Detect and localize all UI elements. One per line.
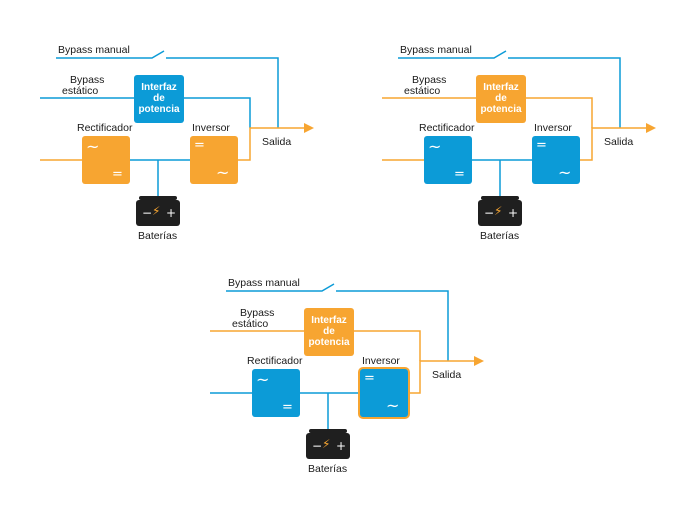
bottom-output-label: Salida [432,369,462,381]
bottom-output-wire [408,360,475,394]
top-left-rectifier-ac-icon: ~ [86,137,100,156]
top-left-rectifier-box [82,136,130,184]
top-right-battery-bolt-icon: ⚡ [494,204,503,218]
top-right-manual-bypass-wire-right [508,57,621,128]
top-right-power-interface-label: Interfaz de potencia [480,82,522,115]
bottom-batteries-label: Baterías [308,463,348,475]
bottom-static-bypass-wire [210,330,421,361]
top-left-static-bypass-wire [40,97,251,128]
top-right-inverter-dc-icon: = [536,138,547,153]
bottom-manual-bypass-wire-left [226,283,335,292]
top-right-battery-icon [478,200,522,226]
bottom-bypass-static-label-2: estático [232,318,269,330]
top-right-output-wire [580,127,647,161]
bottom-rectifier-ac-icon: ~ [256,370,270,389]
bottom-battery-terminals [309,429,347,433]
top-left-battery-minus-icon: − [142,206,153,220]
bottom-battery-minus-icon: − [312,439,323,453]
top-left-battery-plus-icon: + [166,206,177,220]
top-right-static-bypass-wire [382,97,593,128]
top-right-inverter-ac-icon: ~ [558,163,572,182]
bottom-inverter-ac-icon: ~ [386,396,400,415]
bottom-output-arrow-icon [474,356,484,366]
bottom-power-interface-label: Interfaz de potencia [308,315,350,348]
top-left-power-interface-box [134,75,184,123]
top-right-battery-plus-icon: + [508,206,519,220]
bottom-manual-bypass-wire-right [336,290,449,361]
top-left-battery-terminals [139,196,177,200]
top-left-battery-icon [136,200,180,226]
bottom-bypass-manual-label: Bypass manual [228,277,300,289]
top-right-output-arrow-icon [646,123,656,133]
top-right-inverter-box [532,136,580,184]
top-left-inverter-ac-icon: ~ [216,163,230,182]
top-left-bypass-static-label-1: Bypass [70,74,105,86]
top-left-battery-bolt-icon: ⚡ [152,204,161,218]
top-left-inverter-dc-icon: = [194,138,205,153]
top-right-battery-terminals [481,196,519,200]
top-left-output-label: Salida [262,136,292,148]
bottom-inverter-box [360,369,408,417]
top-right-output-label: Salida [604,136,634,148]
top-left-bypass-manual-label: Bypass manual [58,44,130,56]
top-left-bypass-static-label-2: estático [62,85,99,97]
top-right-bypass-manual-label: Bypass manual [400,44,472,56]
bottom-battery-bolt-icon: ⚡ [322,437,331,451]
top-left-inverter-box [190,136,238,184]
bottom-bypass-static-label-1: Bypass [240,307,275,319]
top-left-inverter-label: Inversor [192,122,230,134]
top-left-rectifier-dc-icon: = [112,167,123,182]
top-right-rectifier-label: Rectificador [419,122,475,134]
top-left-rectifier-label: Rectificador [77,122,133,134]
top-right-power-interface-box [476,75,526,123]
top-right-manual-bypass-wire-left [398,50,507,59]
top-right-rectifier-box [424,136,472,184]
top-right-bypass-static-label-2: estático [404,85,441,97]
bottom-power-interface-box [304,308,354,356]
top-left-output-wire [238,127,305,161]
top-right-rectifier-dc-icon: = [454,167,465,182]
top-left-output-arrow-icon [304,123,314,133]
top-left-manual-bypass-wire-right [166,57,279,128]
bottom-battery-plus-icon: + [336,439,347,453]
top-right-batteries-label: Baterías [480,230,520,242]
top-left-power-interface-label: Interfaz de potencia [138,82,180,115]
top-right-battery-minus-icon: − [484,206,495,220]
bottom-inverter-dc-icon: = [364,371,375,386]
bottom-inverter-label: Inversor [362,355,400,367]
top-left-manual-bypass-wire-left [56,50,165,59]
bottom-rectifier-box [252,369,300,417]
top-right-inverter-label: Inversor [534,122,572,134]
top-right-bypass-static-label-1: Bypass [412,74,447,86]
bottom-battery-icon [306,433,350,459]
bottom-rectifier-dc-icon: = [282,400,293,415]
top-left-batteries-label: Baterías [138,230,178,242]
top-right-rectifier-ac-icon: ~ [428,137,442,156]
bottom-rectifier-label: Rectificador [247,355,303,367]
